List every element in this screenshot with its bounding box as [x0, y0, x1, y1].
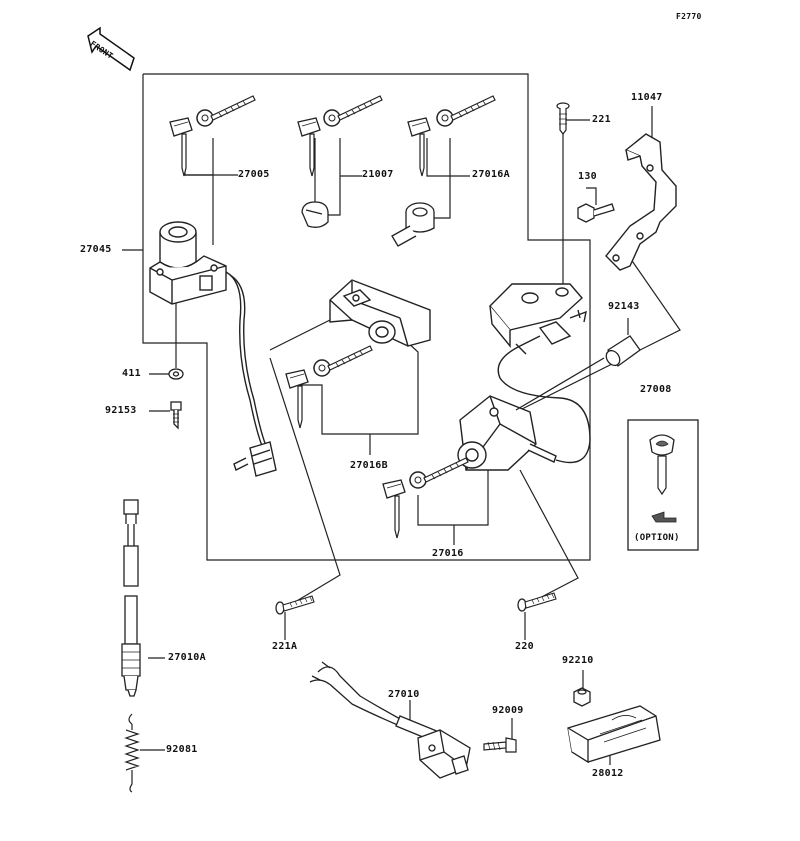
collar-92143-icon: [515, 335, 641, 411]
screw-220-icon: [517, 592, 557, 612]
part-label-92081: 92081: [166, 744, 198, 755]
emblem-28012-icon: [567, 705, 661, 764]
washer-411-icon: [168, 368, 184, 380]
cap-27016A-icon: [391, 202, 435, 247]
switch-27010-icon: [309, 661, 471, 779]
part-label-411: 411: [122, 368, 141, 379]
part-label-27016: 27016: [432, 548, 464, 559]
leader-lines: [122, 73, 681, 765]
part-label-92143: 92143: [608, 301, 640, 312]
part-label-27010: 27010: [388, 689, 420, 700]
part-label-92153: 92153: [105, 405, 137, 416]
switch-27010A-icon: [121, 499, 141, 697]
bolt-130-icon: [577, 203, 615, 223]
screw-92009-icon: [483, 737, 517, 753]
key-27016-icon: [382, 457, 469, 539]
part-label-27005: 27005: [238, 169, 270, 180]
figure-code: F2770: [676, 12, 702, 21]
part-label-92009: 92009: [492, 705, 524, 716]
lock-bracket-icon: [489, 283, 591, 464]
part-label-27008: 27008: [640, 384, 672, 395]
part-label-92210: 92210: [562, 655, 594, 666]
lock-27016B-icon: [329, 279, 431, 347]
part-label-27045: 27045: [80, 244, 112, 255]
part-label-28012: 28012: [592, 768, 624, 779]
part-label-221: 221: [592, 114, 611, 125]
key-27016A-icon: [407, 95, 496, 177]
nut-92210-icon: [573, 687, 591, 707]
option-key-box: [627, 419, 699, 551]
lock-27016-icon: [457, 395, 557, 471]
spring-92081-icon: [124, 713, 140, 793]
part-label-220: 220: [515, 641, 534, 652]
part-label-11047: 11047: [631, 92, 663, 103]
part-label-27010A: 27010A: [168, 652, 206, 663]
key-27016B-icon: [285, 345, 373, 429]
screw-221-icon: [556, 102, 570, 135]
bracket-11047-icon: [605, 133, 677, 271]
part-label-27016A: 27016A: [472, 169, 510, 180]
part-label-221A: 221A: [272, 641, 298, 652]
part-label-27016B: 27016B: [350, 460, 388, 471]
front-arrow-icon: [87, 26, 135, 72]
cap-21007-icon: [301, 201, 329, 228]
part-label-21007: 21007: [362, 169, 394, 180]
part-label-130: 130: [578, 171, 597, 182]
bolt-92153-icon: [170, 401, 182, 430]
option-label: (OPTION): [634, 533, 680, 543]
screw-221A-icon: [275, 595, 315, 615]
ignition-switch-icon: [149, 221, 277, 477]
